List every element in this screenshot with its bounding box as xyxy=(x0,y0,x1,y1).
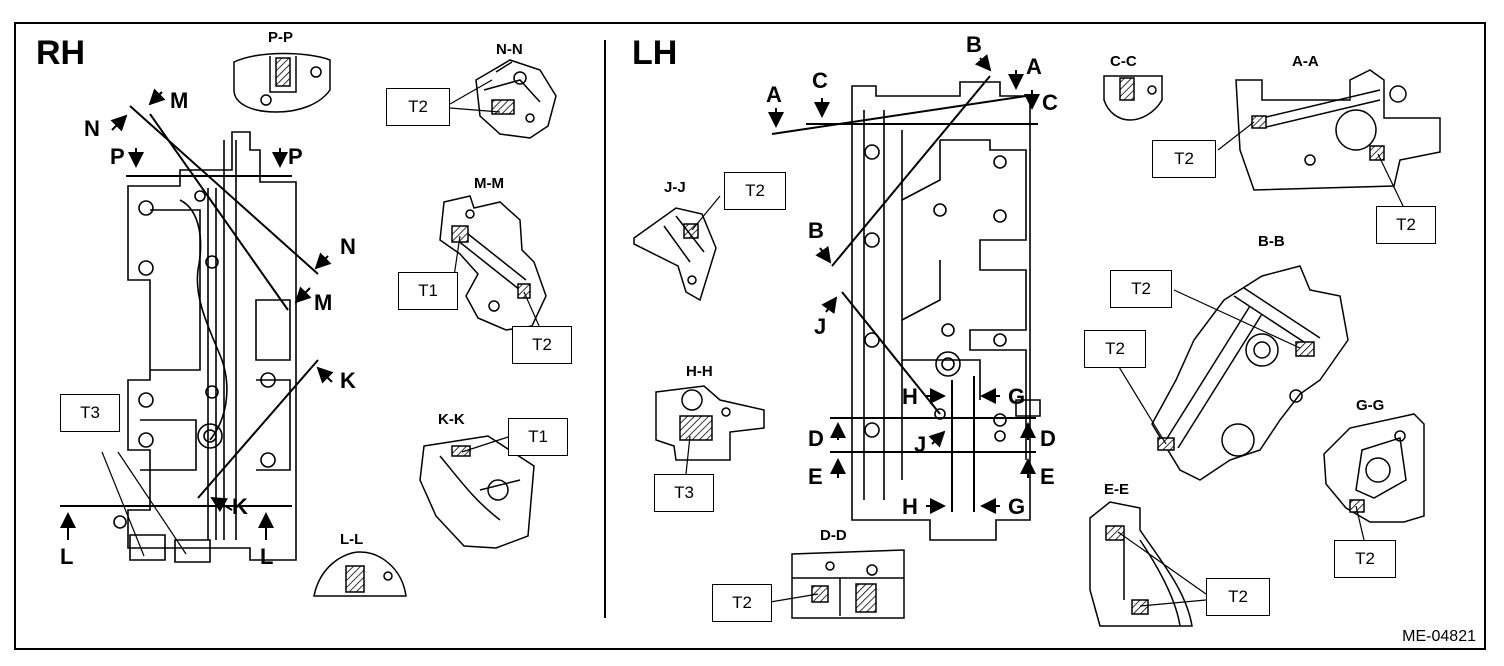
lh-cut-lines xyxy=(771,75,1038,512)
section-title-dd: D-D xyxy=(820,527,847,544)
cut-label-c: C xyxy=(812,68,828,93)
cut-label-j: J xyxy=(814,314,827,339)
section-gg-view xyxy=(1323,413,1425,523)
rh-cylinder-head xyxy=(113,131,297,563)
cut-line-b xyxy=(831,75,991,267)
section-title-ee: E-E xyxy=(1104,481,1130,498)
section-title-kk: K-K xyxy=(438,411,465,428)
cut-label-a: A xyxy=(1026,54,1042,79)
figure-code: ME-04821 xyxy=(1402,628,1476,645)
cut-label-c: C xyxy=(1042,90,1058,115)
section-title-cc: C-C xyxy=(1110,53,1137,70)
section-dd-view xyxy=(791,549,905,619)
cut-label-e: E xyxy=(1040,464,1055,489)
cut-label-g: G xyxy=(1008,494,1026,519)
section-hh-view xyxy=(655,385,765,461)
torque-callout-t2: T2 xyxy=(1152,140,1216,178)
cut-label-a: A xyxy=(766,82,782,107)
cut-label-k: K xyxy=(232,494,248,519)
torque-callout-t2: T2 xyxy=(724,172,786,210)
cut-line-m xyxy=(149,113,289,311)
torque-callout-t2: T2 xyxy=(1206,578,1270,616)
cut-label-n: N xyxy=(84,116,100,141)
rh-cut-lines xyxy=(60,105,319,557)
section-aa-view xyxy=(1235,69,1441,191)
cut-label-g: G xyxy=(1008,384,1026,409)
cut-label-l: L xyxy=(60,544,74,569)
lh-cylinder-head xyxy=(851,81,1041,541)
cut-line-j xyxy=(841,291,941,415)
figure-frame xyxy=(14,22,1486,650)
cut-label-n: N xyxy=(340,234,356,259)
cut-label-m: M xyxy=(170,88,189,113)
section-title-mm: M-M xyxy=(474,175,504,192)
lh-cut-arrows xyxy=(768,54,1040,514)
torque-callout-t2: T2 xyxy=(386,88,450,126)
section-ll-view xyxy=(313,551,407,597)
section-mm-view xyxy=(439,195,547,331)
t3-leader-1 xyxy=(101,451,145,557)
section-title-gg: G-G xyxy=(1356,397,1385,414)
cut-label-k: K xyxy=(340,368,356,393)
section-pp-view xyxy=(233,52,331,113)
section-nn-view xyxy=(475,59,557,139)
section-title-bb: B-B xyxy=(1258,233,1285,250)
torque-callout-t3: T3 xyxy=(654,474,714,512)
torque-callout-t2: T2 xyxy=(712,584,772,622)
cut-label-e: E xyxy=(808,464,823,489)
cut-label-b: B xyxy=(966,32,982,57)
torque-callout-t2: T2 xyxy=(1110,270,1172,308)
torque-leaders xyxy=(449,79,1405,607)
section-title-pp: P-P xyxy=(268,29,294,46)
section-ee-view xyxy=(1089,501,1193,627)
cut-label-p: P xyxy=(110,144,125,169)
torque-callout-t2: T2 xyxy=(1376,206,1436,244)
section-title-hh: H-H xyxy=(686,363,713,380)
torque-callout-t2: T2 xyxy=(1084,330,1146,368)
cut-label-d: D xyxy=(808,426,824,451)
lh-side-label: LH xyxy=(632,34,678,72)
cut-label-j: J xyxy=(914,432,927,457)
cut-label-h: H xyxy=(902,384,918,409)
cut-label-h: H xyxy=(902,494,918,519)
cut-label-l: L xyxy=(260,544,274,569)
torque-callout-t2: T2 xyxy=(512,326,572,364)
section-kk-view xyxy=(419,435,535,549)
rh-cut-arrows xyxy=(60,88,334,540)
section-title-jj: J-J xyxy=(664,179,686,196)
cut-line-k xyxy=(197,359,319,499)
t3-leader-2 xyxy=(117,451,187,555)
cut-line-n xyxy=(129,105,319,275)
section-title-aa: A-A xyxy=(1292,53,1319,70)
section-title-nn: N-N xyxy=(496,41,523,58)
section-bb-view xyxy=(1151,265,1349,481)
torque-callout-t1: T1 xyxy=(508,418,568,456)
torque-callout-t2: T2 xyxy=(1334,540,1396,578)
cut-label-b: B xyxy=(808,218,824,243)
cut-label-p: P xyxy=(288,144,303,169)
section-jj-view xyxy=(633,207,717,302)
section-title-ll: L-L xyxy=(340,531,364,548)
torque-callout-t1: T1 xyxy=(398,272,458,310)
cut-label-d: D xyxy=(1040,426,1056,451)
torque-callout-t3: T3 xyxy=(60,394,120,432)
rh-side-label: RH xyxy=(36,34,86,72)
cut-line-a xyxy=(771,95,1027,135)
cut-label-m: M xyxy=(314,290,333,315)
section-cc-view xyxy=(1103,75,1163,121)
